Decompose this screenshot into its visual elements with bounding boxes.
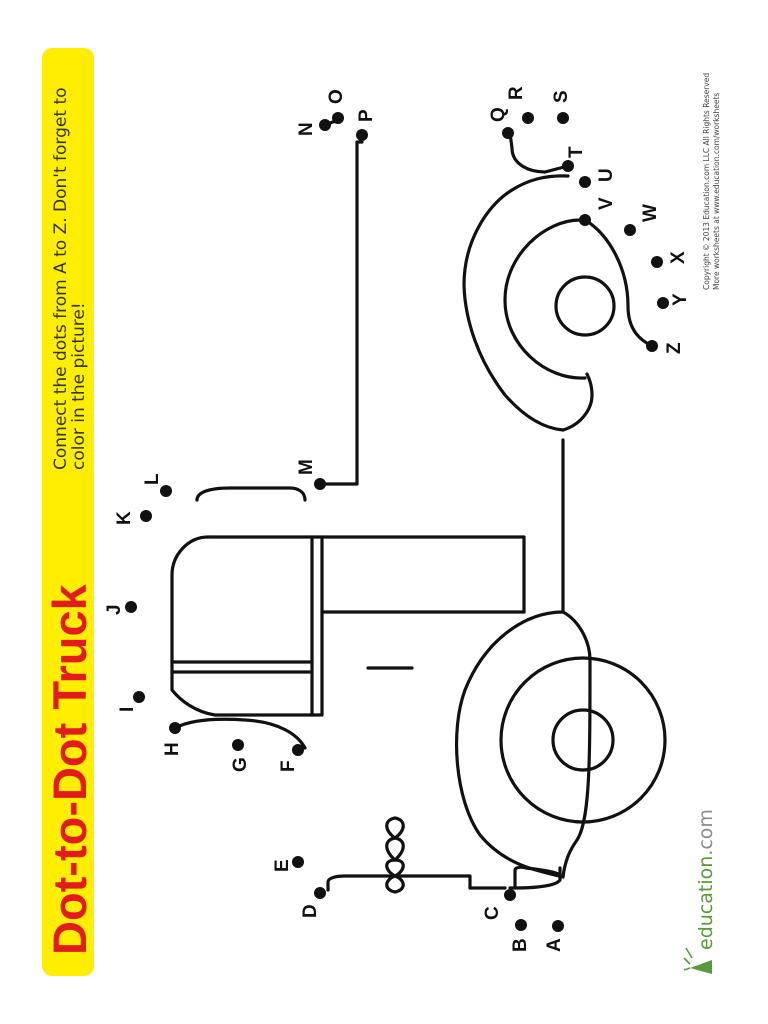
dot-label-Z: Z [664,342,685,354]
dot-D: D [300,887,326,918]
dot-A: A [544,920,565,952]
copyright-line-1: Copyright © 2013 Education.com LLC All R… [702,73,711,290]
dot-label-F: F [278,760,299,772]
dot-M: M [296,459,326,490]
dot-label-B: B [510,938,531,952]
page-title: Dot-to-Dot Truck [43,583,96,955]
dot-C: C [482,889,516,920]
dot-label-D: D [300,904,321,918]
dot-Q: Q [488,107,514,139]
dot-label-E: E [272,859,293,872]
dot-label-P: P [356,109,377,122]
dot-T: T [562,146,587,172]
dot-Z: Z [646,340,685,354]
title-band [42,48,94,976]
dot-label-A: A [544,938,565,952]
dot-label-L: L [142,473,163,485]
dot-label-V: V [596,197,617,210]
dot-W: W [624,204,661,236]
dot-F: F [278,744,304,772]
dot-Y: Y [657,293,691,309]
dot-R: R [506,86,534,124]
dot-label-T: T [566,146,587,158]
dot-label-R: R [506,86,527,100]
dot-label-G: G [230,757,251,772]
dot-P: P [356,109,377,141]
dot-L: L [142,473,172,497]
dot-O: O [326,89,347,124]
dot-label-Y: Y [670,293,691,306]
dot-I: I [117,691,145,712]
dot-E: E [272,856,304,872]
education-logo-icon [683,947,712,974]
dot-label-C: C [482,906,503,920]
dot-N: N [296,119,331,136]
dot-J: J [104,601,137,615]
dot-K: K [114,510,152,525]
dot-S: S [551,90,572,124]
instructions-line-1: Connect the dots from A to Z. Don't forg… [51,87,71,470]
dot-U: U [579,168,617,188]
instructions-line-2: color in the picture! [69,302,89,470]
dot-label-N: N [296,122,317,136]
dot-label-K: K [114,511,135,525]
dot-label-X: X [668,251,689,264]
copyright-line-2: More worksheets at www.education.com/wor… [712,93,721,290]
dot-X: X [651,251,689,268]
dot-label-H: H [162,742,183,756]
dot-label-J: J [104,604,125,615]
dot-H: H [162,722,183,756]
brand-name: education.com [695,809,717,950]
dot-G: G [230,739,251,772]
brand-main: education [695,856,717,950]
brand-suffix: .com [695,809,717,856]
dot-label-I: I [117,707,138,712]
dot-label-O: O [326,89,347,104]
dot-label-Q: Q [488,107,509,122]
dot-V: V [579,197,617,226]
dot-B: B [510,919,531,952]
dot-label-M: M [296,459,317,475]
dot-label-S: S [551,90,572,103]
truck-outline [170,118,667,894]
dot-label-W: W [640,204,661,222]
dot-label-U: U [596,168,617,182]
